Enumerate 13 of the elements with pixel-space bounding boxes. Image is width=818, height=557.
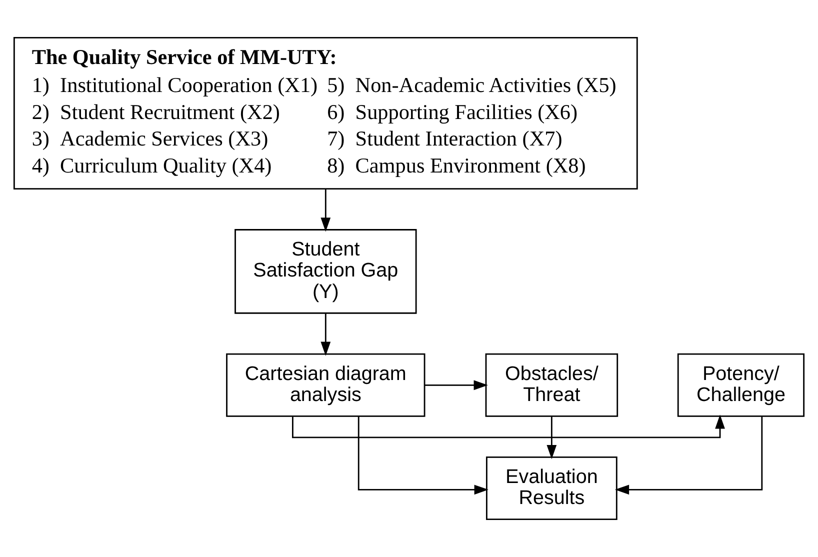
- arrow: [546, 416, 557, 460]
- node-box: Obstacles/ Threat: [485, 353, 618, 417]
- arrow: [320, 313, 331, 356]
- node-box: Potency/ Challenge: [677, 353, 805, 417]
- arrow: [614, 416, 763, 495]
- node-box: Evaluation Results: [486, 456, 618, 520]
- node-box: Cartesian diagram analysis: [226, 353, 426, 417]
- arrow: [424, 380, 488, 390]
- node-box: Student Satisfaction Gap (Y): [234, 229, 417, 314]
- arrow: [320, 189, 331, 232]
- node-box: The Quality Service of MM-UTY: 1) Institutional Cooperation (X1) 5) Non-Academic Activities (X5) 2) Student Recruitment (X2) 6) Supporting Facilities (X6) 3) Academic Services (X3) 7) Student Interaction (X7) 4) Curriculum Quality (X4) 8) Campus Environment (X8): [13, 36, 638, 190]
- arrow: [358, 416, 488, 495]
- arrow: [292, 414, 725, 438]
